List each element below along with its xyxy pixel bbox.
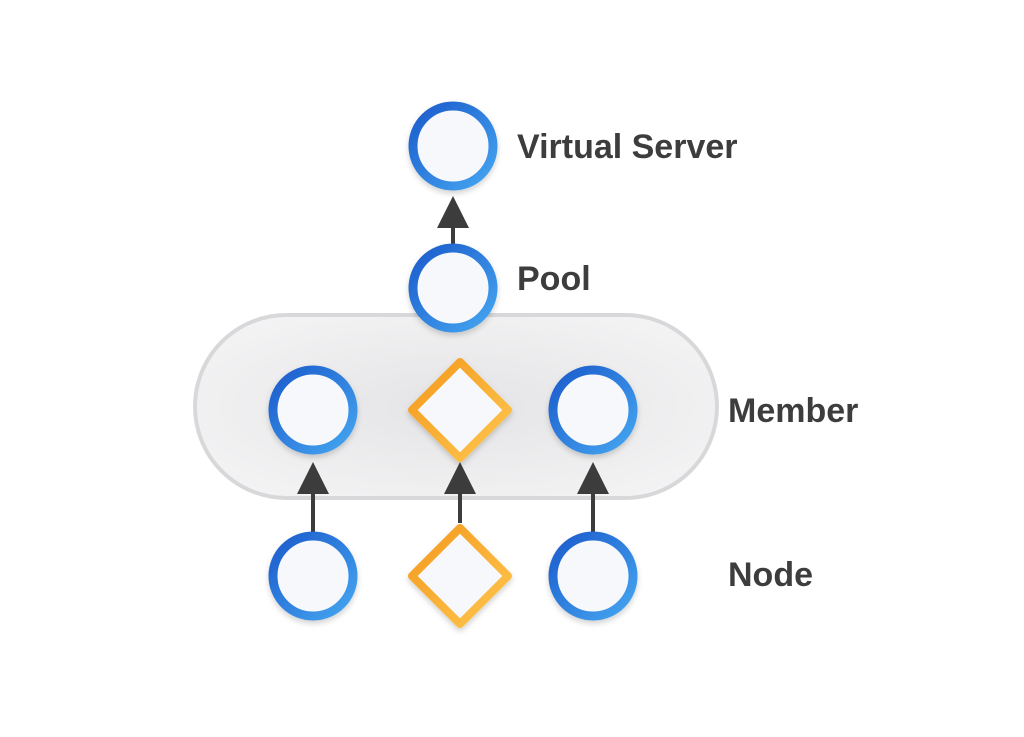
member-node-2	[408, 358, 512, 462]
member-node-1	[268, 365, 358, 455]
label-pool: Pool	[517, 260, 591, 298]
label-virtual-server: Virtual Server	[517, 128, 738, 166]
virtual-server-node	[408, 101, 498, 191]
node-1	[268, 531, 358, 621]
pool-node	[408, 243, 498, 333]
node-2	[408, 524, 512, 628]
label-node: Node	[728, 556, 813, 594]
member-node-3	[548, 365, 638, 455]
node-3	[548, 531, 638, 621]
edges	[297, 196, 609, 533]
label-member: Member	[728, 392, 858, 430]
